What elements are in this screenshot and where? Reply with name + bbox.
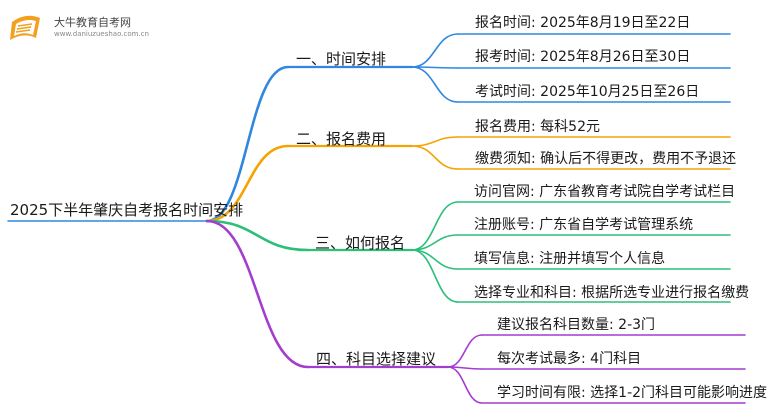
leaf-apply-time: 报考时间: 2025年8月26日至30日 [475,49,691,65]
leaf-fee-amount: 报名费用: 每科52元 [475,119,600,135]
leaf-visit-site: 访问官网: 广东省教育考试院自学考试栏目 [474,184,736,200]
leaf-connector-3-1 [411,201,459,251]
branch-connector-2 [205,144,290,223]
leaf-register-account: 注册账号: 广东省自学考试管理系统 [474,217,694,233]
leaf-connector-4-3 [447,366,483,404]
leaf-connector-4-1 [447,334,483,368]
branch-how-to-register: 三、如何报名 [315,234,406,252]
leaf-choose-subjects: 选择专业和科目: 根据所选专业进行报名缴费 [474,285,750,301]
leaf-connector-1-1 [411,33,459,68]
mind-map: 大牛教育自考网 www.daniuzueshao.com.cn 2025下半年肇… [6,8,767,404]
logo: 大牛教育自考网 www.daniuzueshao.com.cn [6,8,166,48]
leaf-limited-time: 学习时间有限: 选择1-2门科目可能影响进度 [497,385,767,401]
leaf-exam-time: 考试时间: 2025年10月25日至26日 [475,84,700,100]
branch-connector-1 [205,65,290,223]
leaf-fill-info: 填写信息: 注册并填写个人信息 [474,251,666,267]
leaf-connector-3-3 [411,249,459,270]
branch-connector-4 [205,219,310,369]
leaf-connector-2-2 [411,145,459,170]
branch-connector-3 [205,219,310,252]
logo-title: 大牛教育自考网 [54,16,131,29]
leaf-suggested-count: 建议报名科目数量: 2-3门 [497,317,656,333]
leaf-connector-1-3 [411,66,459,103]
leaf-connector-3-4 [411,249,459,303]
connector-lines [7,33,746,404]
leaf-max-per-exam: 每次考试最多: 4门科目 [497,351,642,367]
book-logo-icon [10,15,40,40]
root-topic: 2025下半年肇庆自考报名时间安排 [10,201,244,219]
leaf-connector-2-1 [411,136,459,147]
leaf-fee-notice: 缴费须知: 确认后不得更改，费用不予退还 [475,151,737,167]
branch-schedule: 一、时间安排 [296,50,387,68]
logo-url: www.daniuzueshao.com.cn [54,30,149,38]
branch-subject-advice: 四、科目选择建议 [316,350,437,368]
branch-fees: 二、报名费用 [296,130,387,148]
leaf-registration-time: 报名时间: 2025年8月19日至22日 [475,15,691,31]
